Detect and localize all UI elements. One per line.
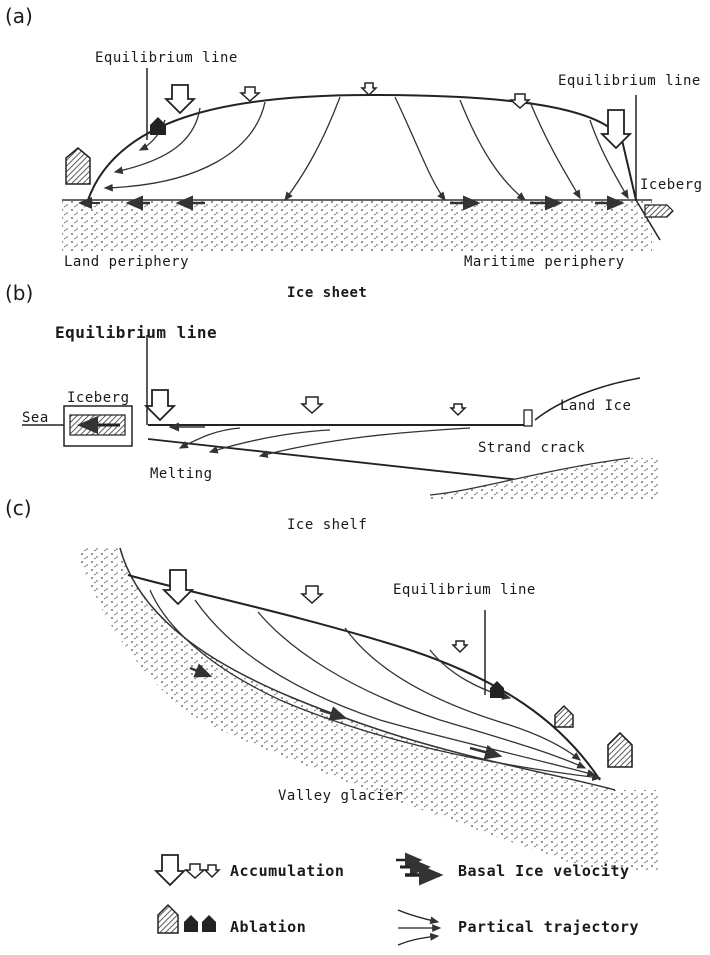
- panel-a-equilibrium-left-label: Equilibrium line: [95, 50, 238, 66]
- accumulation-arrow-large-c: [164, 570, 192, 604]
- ice-shelf-caption: Ice shelf: [287, 517, 367, 533]
- accumulation-arrow-a1: [241, 87, 259, 101]
- accumulation-arrow-a2: [362, 83, 376, 95]
- maritime-periphery-label: Maritime periphery: [464, 254, 625, 270]
- land-ice-label: Land Ice: [560, 398, 631, 414]
- panel-a-iceberg-label: Iceberg: [640, 177, 703, 193]
- legend-accumulation-icon: [156, 855, 184, 885]
- accumulation-arrow-large-a-right: [602, 110, 630, 148]
- sea-label: Sea: [22, 410, 49, 426]
- panel-b-tag: (b): [5, 281, 33, 305]
- ablation-marker-c2: [555, 706, 573, 727]
- valley-glacier-caption: Valley glacier: [278, 788, 403, 804]
- panel-c-equilibrium-label: Equilibrium line: [393, 582, 536, 598]
- ablation-marker-large-a: [66, 148, 90, 184]
- panel-c-diagram: [80, 548, 660, 870]
- panel-c-tag: (c): [5, 496, 32, 520]
- panel-b-iceberg-label: Iceberg: [67, 390, 130, 406]
- legend-trajectory-label: Partical trajectory: [458, 918, 639, 936]
- iceberg-a: [645, 205, 673, 217]
- strand-crack: [524, 410, 532, 426]
- legend-basal-label: Basal Ice velocity: [458, 862, 630, 880]
- land-periphery-label: Land periphery: [64, 254, 189, 270]
- accumulation-arrow-a3: [511, 94, 529, 108]
- melting-label: Melting: [150, 466, 213, 482]
- panel-a-equilibrium-right-label: Equilibrium line: [558, 73, 701, 89]
- panel-b-diagram: [22, 335, 660, 500]
- accumulation-arrow-b1: [302, 397, 322, 413]
- legend-ablation-label: Ablation: [230, 918, 306, 936]
- legend-basal-icon: [396, 860, 440, 875]
- ablation-marker-large-c: [608, 733, 632, 767]
- accumulation-arrow-large-b: [146, 390, 174, 420]
- panel-a-tag: (a): [5, 4, 33, 28]
- ice-sheet-caption: Ice sheet: [287, 285, 367, 301]
- accumulation-arrow-c2: [453, 641, 467, 652]
- valley-bedrock: [80, 548, 660, 870]
- panel-a-bedrock: [62, 200, 652, 252]
- strand-crack-label: Strand crack: [478, 440, 585, 456]
- legend-trajectory-icon: [398, 910, 440, 945]
- panel-b-equilibrium-label: Equilibrium line: [55, 323, 217, 342]
- legend-accumulation-label: Accumulation: [230, 862, 344, 880]
- ablation-marker-a: [150, 117, 166, 135]
- ice-sheet-surface: [88, 95, 636, 200]
- panel-b-bedrock: [430, 458, 660, 500]
- accumulation-arrow-large-a: [166, 85, 194, 113]
- accumulation-arrow-b2: [451, 404, 465, 415]
- legend-ablation-icon: [158, 905, 178, 933]
- accumulation-arrow-c1: [302, 586, 322, 603]
- panel-a-diagram: [62, 68, 673, 252]
